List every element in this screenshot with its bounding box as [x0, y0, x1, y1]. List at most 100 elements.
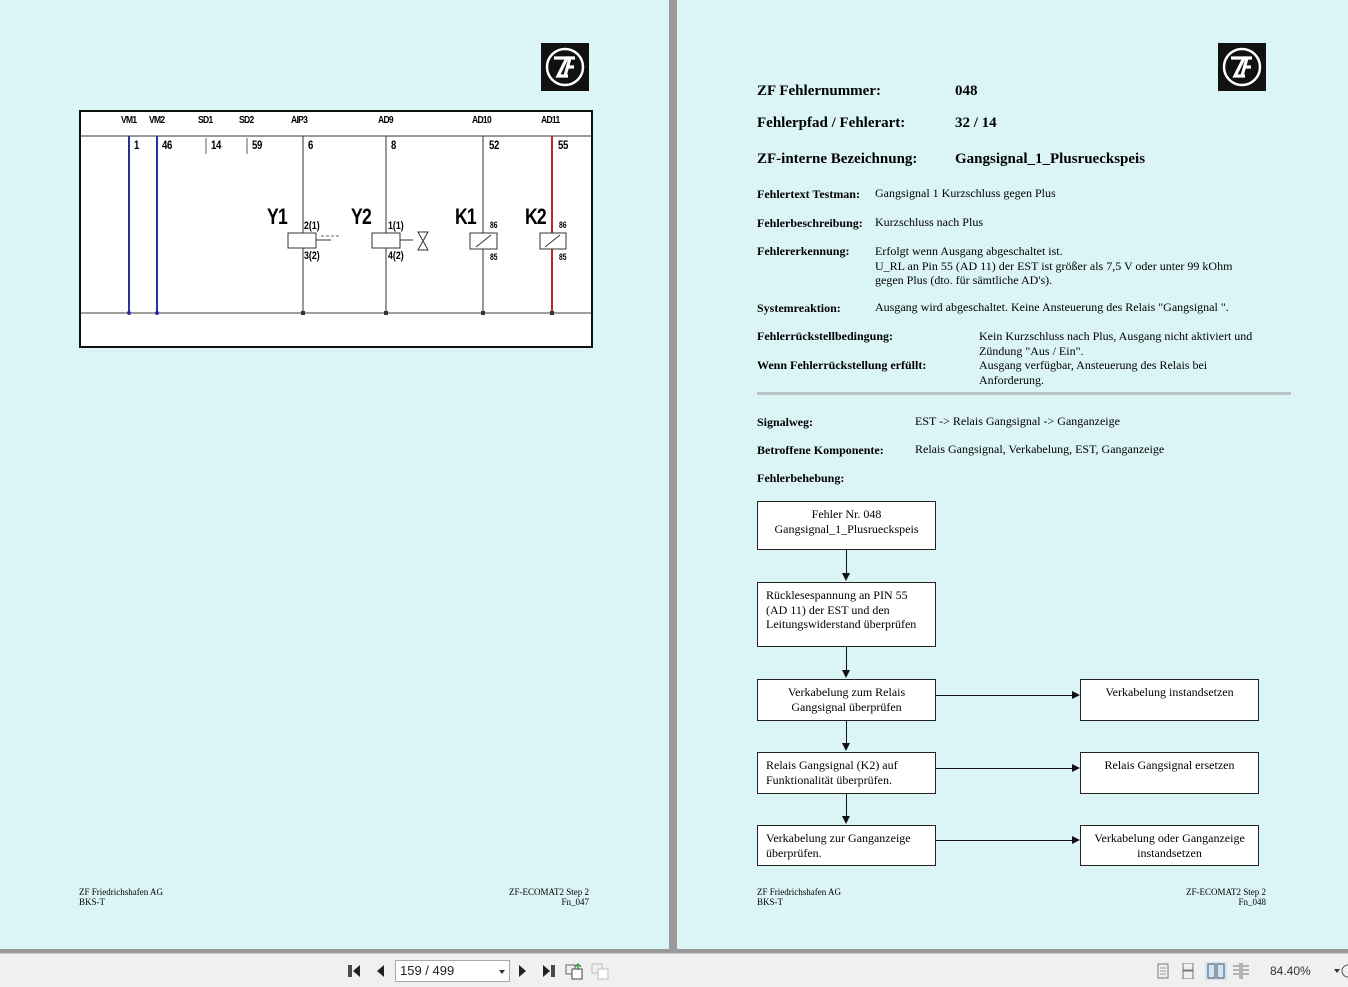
fehlerpfad-label: Fehlerpfad / Fehlerart:: [757, 115, 906, 131]
signalweg-label: Signalweg:: [757, 415, 814, 429]
page-footer-left: ZF Friedrichshafen AG BKS-T: [79, 887, 163, 907]
next-page-button[interactable]: [514, 962, 532, 980]
zoom-dropdown-button[interactable]: [1328, 962, 1346, 980]
chevron-down-icon[interactable]: [499, 970, 505, 974]
single-page-icon: [1157, 963, 1169, 979]
signal-label: SD2: [239, 115, 254, 126]
continuous-page-icon: [1182, 963, 1194, 979]
flow-step2-box: Verkabelung zum Relais Gangsignal überpr…: [757, 679, 936, 721]
bezeichnung-value: Gangsignal_1_Plusrueckspeis: [955, 151, 1146, 167]
next-view-button[interactable]: [591, 962, 609, 980]
two-page-view-button[interactable]: [1205, 962, 1227, 980]
fehlerpfad-value: 32 / 14: [955, 115, 997, 131]
document-viewport[interactable]: VM1 VM2 SD1 SD2 AIP3 AD9 AD10 AD11 1 46 …: [0, 0, 1348, 953]
pin-number: 46: [162, 138, 172, 152]
fehlernummer-label: ZF Fehlernummer:: [757, 83, 881, 99]
arrow-down-icon: [842, 816, 850, 824]
behebung-label: Fehlerbehebung:: [757, 471, 845, 485]
arrow-right-icon: [1072, 764, 1080, 772]
flow-step4-box: Verkabelung zur Ganganzeige überprüfen.: [757, 825, 936, 866]
pdf-page-right: ZF Fehlernummer: 048 Fehlerpfad / Fehler…: [677, 0, 1348, 949]
zoom-level[interactable]: 84.40%: [1270, 964, 1311, 978]
flow-step4-action-box: Verkabelung oder Ganganzeige instandsetz…: [1080, 825, 1259, 866]
footer-dept: BKS-T: [757, 897, 784, 907]
next-view-icon: [591, 963, 609, 980]
component-pin: 3(2): [304, 250, 320, 262]
zoom-in-button[interactable]: [1340, 962, 1348, 980]
component-label: Y1: [267, 204, 288, 229]
signal-label: AD11: [541, 115, 560, 126]
component-pin: 85: [559, 252, 567, 262]
rueckstell-value: Kein Kurzschluss nach Plus, Ausgang nich…: [979, 329, 1252, 358]
signal-label: VM1: [121, 115, 137, 126]
zf-logo-icon: [541, 43, 589, 91]
beschreibung-label: Fehlerbeschreibung:: [757, 216, 863, 230]
signalweg-value: EST -> Relais Gangsignal -> Ganganzeige: [915, 414, 1120, 428]
single-page-view-button[interactable]: [1154, 962, 1172, 980]
continuous-view-button[interactable]: [1179, 962, 1197, 980]
komponente-label: Betroffene Komponente:: [757, 443, 884, 457]
first-page-button[interactable]: [346, 962, 364, 980]
previous-view-button[interactable]: [565, 962, 583, 980]
last-page-button[interactable]: [539, 962, 557, 980]
footer-code: Fn_048: [1238, 897, 1266, 907]
flow-start-line: Gangsignal_1_Plusrueckspeis: [774, 521, 919, 536]
flow-step1-box: Rücklesespannung an PIN 55 (AD 11) der E…: [757, 582, 936, 647]
component-pin: 86: [490, 220, 498, 230]
arrow-down-icon: [842, 573, 850, 581]
rueckstell-label: Fehlerrückstellbedingung:: [757, 329, 894, 343]
pin-number: 8: [391, 138, 396, 152]
component-pin: 4(2): [388, 250, 404, 262]
page-footer-left: ZF Friedrichshafen AG BKS-T: [757, 887, 841, 907]
pin-number: 59: [252, 138, 262, 152]
pin-number: 6: [308, 138, 313, 152]
zf-logo-icon: [1218, 43, 1266, 91]
zoom-in-icon: [1341, 964, 1348, 978]
footer-product: ZF-ECOMAT2 Step 2: [1185, 887, 1266, 897]
flow-step3-box: Relais Gangsignal (K2) auf Funktionalitä…: [757, 752, 936, 794]
next-page-icon: [519, 965, 526, 977]
flow-start-box: Fehler Nr. 048 Gangsignal_1_Plusrueckspe…: [757, 501, 936, 550]
signal-label: AD9: [378, 115, 394, 126]
signal-label: VM2: [149, 115, 165, 126]
flow-connector: [846, 794, 847, 817]
first-page-icon: [348, 965, 360, 977]
section-divider: [757, 392, 1291, 395]
footer-dept: BKS-T: [79, 897, 106, 907]
two-page-icon: [1207, 963, 1225, 979]
komponente-value: Relais Gangsignal, Verkabelung, EST, Gan…: [915, 442, 1165, 456]
previous-view-icon: [565, 963, 583, 980]
wiring-schematic: VM1 VM2 SD1 SD2 AIP3 AD9 AD10 AD11 1 46 …: [79, 110, 593, 348]
two-page-continuous-icon: [1233, 963, 1249, 979]
systemreaktion-label: Systemreaktion:: [757, 301, 841, 315]
rueckstell-line: Kein Kurzschluss nach Plus, Ausgang nich…: [979, 329, 1253, 343]
flow-connector: [846, 550, 847, 574]
erkennung-line: U_RL an Pin 55 (AD 11) der EST ist größe…: [875, 258, 1233, 273]
flow-step2-action-box: Verkabelung instandsetzen: [1080, 679, 1259, 721]
testman-label: Fehlertext Testman:: [757, 187, 860, 201]
footer-product: ZF-ECOMAT2 Step 2: [508, 887, 589, 897]
flow-connector: [846, 721, 847, 744]
pin-number: 52: [489, 138, 499, 152]
erkennung-value: Erfolgt wenn Ausgang abgeschaltet ist. U…: [875, 244, 1232, 288]
component-label: Y2: [351, 204, 372, 229]
pin-number: 14: [211, 138, 221, 152]
signal-label: AIP3: [291, 115, 308, 126]
page-footer-right: ZF-ECOMAT2 Step 2 Fn_048: [1137, 887, 1266, 907]
flow-connector: [936, 768, 1073, 769]
page-number-input[interactable]: 159 / 499: [395, 960, 510, 982]
erfuellt-label: Wenn Fehlerrückstellung erfüllt:: [757, 358, 927, 372]
footer-company: ZF Friedrichshafen AG: [757, 887, 841, 897]
erfuellt-line: Anforderung.: [979, 372, 1044, 387]
flow-connector: [846, 647, 847, 671]
signal-label: SD1: [198, 115, 213, 126]
pin-number: 1: [134, 138, 139, 152]
rueckstell-line: Zündung "Aus / Ein".: [979, 343, 1084, 358]
component-label: K1: [455, 204, 477, 229]
flow-connector: [936, 695, 1073, 696]
bottom-toolbar: 159 / 499 84.40%: [0, 953, 1348, 987]
two-page-continuous-view-button[interactable]: [1232, 962, 1250, 980]
signal-label: AD10: [472, 115, 492, 126]
previous-page-button[interactable]: [371, 962, 389, 980]
beschreibung-value: Kurzschluss nach Plus: [875, 215, 983, 229]
